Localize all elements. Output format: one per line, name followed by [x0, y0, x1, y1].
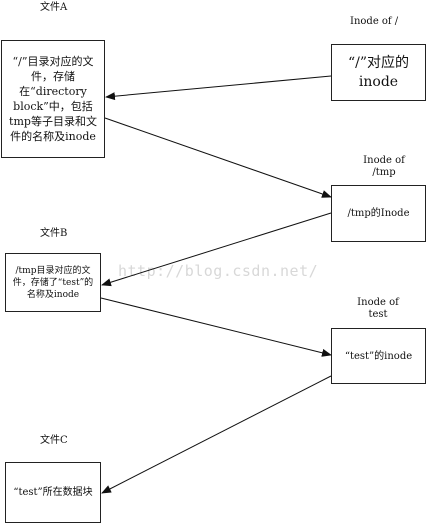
watermark: http://blog.csdn.net/: [118, 262, 319, 280]
label-inode-tmp-line2: /tmp: [372, 167, 396, 178]
inode-test-box: “test”的inode: [331, 328, 426, 384]
inode-tmp-box-text: /tmp的Inode: [347, 208, 410, 219]
label-inode-root: Inode of /: [350, 16, 399, 27]
inode-root-box-text: “/”对应的inode: [347, 54, 410, 90]
label-file-b: 文件B: [40, 228, 68, 239]
file-b-box: /tmp目录对应的文件，存储了“test”的名称及inode: [5, 253, 101, 312]
arrow-inode-tmp-to-file-b: [101, 212, 332, 287]
file-a-box: “/”目录对应的文件，存储在“directory block”中，包括tmp等子…: [1, 40, 105, 158]
label-file-c: 文件C: [40, 435, 68, 446]
label-file-a: 文件A: [40, 2, 68, 13]
arrow-inode-test-to-file-c: [101, 375, 332, 494]
file-c-box: “test”所在数据块: [5, 462, 101, 523]
label-inode-test-line2: test: [368, 309, 388, 320]
label-inode-test-line1: Inode of: [357, 297, 399, 308]
label-inode-tmp-line1: Inode of: [363, 155, 405, 166]
label-inode-test: Inode of test: [350, 297, 406, 321]
arrow-file-b-to-inode-test: [100, 297, 332, 357]
arrow-file-a-to-inode-tmp: [104, 117, 332, 198]
file-b-box-text: /tmp目录对应的文件，存储了“test”的名称及inode: [12, 265, 94, 300]
arrow-inode-root-to-file-a: [105, 75, 332, 101]
file-c-box-text: “test”所在数据块: [13, 486, 93, 498]
inode-test-box-text: “test”的inode: [344, 350, 413, 362]
file-a-box-text: “/”目录对应的文件，存储在“directory block”中，包括tmp等子…: [9, 55, 97, 143]
inode-tmp-box: /tmp的Inode: [331, 185, 426, 242]
inode-root-box: “/”对应的inode: [331, 44, 426, 101]
label-inode-tmp: Inode of /tmp: [356, 155, 412, 179]
